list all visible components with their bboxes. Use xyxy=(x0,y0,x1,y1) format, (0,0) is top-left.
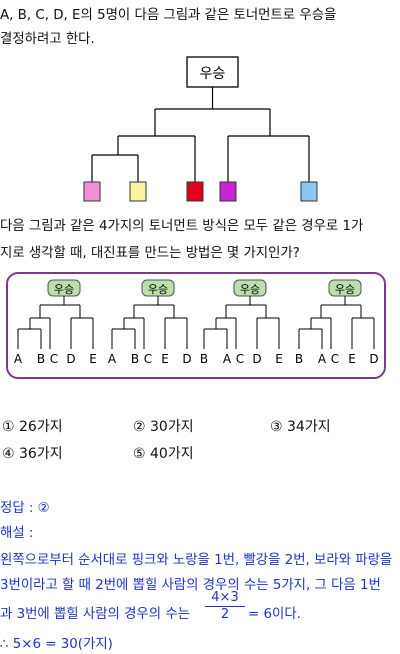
example-leaf-label: C xyxy=(331,352,339,366)
option-4-number: ④ xyxy=(2,446,15,462)
option-2-number: ② xyxy=(133,419,146,435)
option-4-text: 36가지 xyxy=(19,446,63,462)
example-leaf-label: D xyxy=(66,352,75,366)
winner-label: 우승 xyxy=(200,66,226,82)
option-5[interactable]: ⑤ 40가지 xyxy=(133,443,194,463)
main-bracket-diagram: 우승 xyxy=(83,56,318,202)
example-winner-label: 우승 xyxy=(335,283,355,296)
example-winner-label: 우승 xyxy=(240,283,260,296)
fraction-denominator: 2 xyxy=(220,607,230,622)
example-leaf-label: D xyxy=(252,352,261,366)
option-3-text: 34가지 xyxy=(287,419,331,435)
fraction-numerator: 4×3 xyxy=(205,590,245,607)
example-leaf-label: A xyxy=(14,352,23,366)
answer: 정답 : ② xyxy=(0,501,50,516)
example-winner-label: 우승 xyxy=(148,283,168,296)
solution-fraction: 4×3 2 xyxy=(205,590,245,623)
problem-line-4: 지로 생각할 때, 대진표를 만드는 방법은 몇 가지인가? xyxy=(0,246,300,261)
option-4[interactable]: ④ 36가지 xyxy=(2,443,63,463)
example-leaf-label: B xyxy=(37,352,45,366)
option-1[interactable]: ① 26가지 xyxy=(2,416,63,436)
example-leaf-label: B xyxy=(131,352,139,366)
example-leaf-label: B xyxy=(295,352,303,366)
player-box-1 xyxy=(83,181,101,202)
problem-line-3: 다음 그림과 같은 4가지의 토너먼트 방식은 모두 같은 경우로 1가 xyxy=(0,219,364,234)
player-box-4 xyxy=(219,181,237,202)
option-2[interactable]: ② 30가지 xyxy=(133,416,194,436)
solution-line-3-post: = 6이다. xyxy=(248,607,301,622)
example-leaf-label: A xyxy=(318,352,327,366)
option-3-number: ③ xyxy=(270,419,283,435)
example-leaf-label: C xyxy=(236,352,244,366)
solution-label: 해설 : xyxy=(0,526,34,541)
example-leaf-label: A xyxy=(108,352,117,366)
problem-line-1: A, B, C, D, E의 5명이 다음 그림과 같은 토너먼트로 우승을 xyxy=(0,8,337,23)
option-1-text: 26가지 xyxy=(19,419,63,435)
solution-line-4: ∴ 5×6 = 30(가지) xyxy=(0,637,113,652)
option-1-number: ① xyxy=(2,419,15,435)
example-leaf-label: D xyxy=(369,352,378,366)
option-3[interactable]: ③ 34가지 xyxy=(270,416,331,436)
example-leaf-label: C xyxy=(50,352,58,366)
solution-line-2: 3번이라고 할 때 2번에 뽑힐 사람의 경우의 수는 5가지, 그 다음 1번 xyxy=(0,578,381,593)
example-leaf-label: E xyxy=(348,352,356,366)
example-frame xyxy=(6,272,386,379)
player-box-5 xyxy=(300,181,318,202)
option-5-text: 40가지 xyxy=(150,446,194,462)
problem-line-2: 결정하려고 한다. xyxy=(0,32,95,47)
solution-line-1: 왼쪽으로부터 순서대로 핑크와 노랑을 1번, 빨강을 2번, 보라와 파랑을 xyxy=(0,553,393,568)
example-winner-label: 우승 xyxy=(54,283,74,296)
winner-box xyxy=(186,56,239,88)
solution-line-3-pre: 과 3번에 뽑힐 사람의 경우의 수는 xyxy=(0,607,190,622)
option-5-number: ⑤ xyxy=(133,446,146,462)
example-leaf-label: A xyxy=(223,352,232,366)
example-leaf-label: E xyxy=(161,352,169,366)
example-leaf-label: C xyxy=(144,352,152,366)
example-leaf-label: D xyxy=(182,352,191,366)
example-leaf-label: E xyxy=(89,352,97,366)
example-leaf-label: B xyxy=(200,352,208,366)
example-leaf-label: E xyxy=(275,352,283,366)
option-2-text: 30가지 xyxy=(150,419,194,435)
player-box-2 xyxy=(129,181,147,202)
player-box-3 xyxy=(186,181,204,202)
